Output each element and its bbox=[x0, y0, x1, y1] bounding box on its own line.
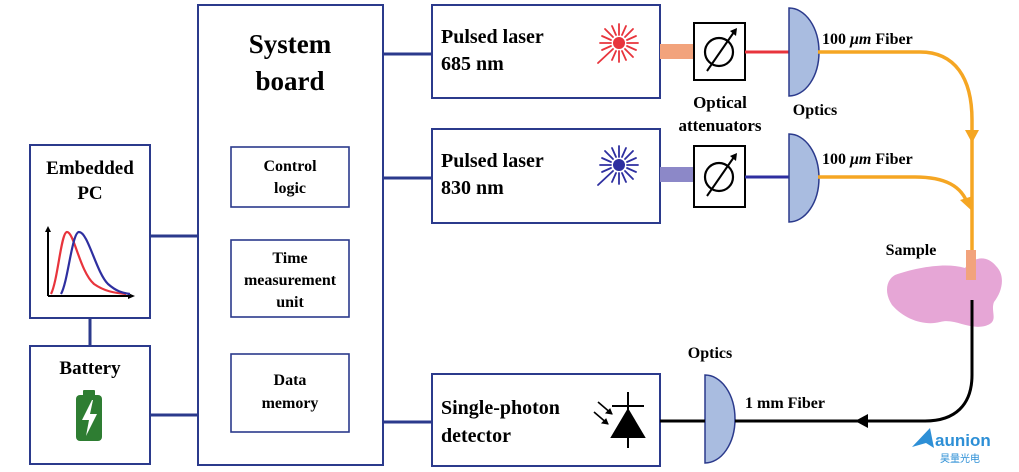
embedded-pc-label-line1: Embedded bbox=[46, 158, 134, 179]
fiber-label-middle: 100 μm Fiber bbox=[822, 151, 913, 168]
connection-lines bbox=[88, 52, 432, 424]
svg-text:Pulsed laser: Pulsed laser bbox=[441, 150, 544, 172]
fiber-label-top: 100 μm Fiber bbox=[822, 31, 913, 48]
logo-name: aunion bbox=[935, 431, 991, 450]
svg-text:Single-photon: Single-photon bbox=[441, 397, 560, 419]
system-board-title-line1: System bbox=[249, 29, 332, 59]
optical-attenuator-top bbox=[693, 22, 746, 81]
aunion-logo-mark-icon bbox=[912, 428, 934, 448]
battery-block: Battery bbox=[29, 345, 151, 465]
optics-lens-bottom bbox=[704, 374, 736, 464]
svg-text:Data: Data bbox=[274, 372, 307, 389]
fiber-return-arrow bbox=[855, 414, 868, 428]
system-board-title-line2: board bbox=[255, 66, 324, 96]
pulsed-laser-830-block: Pulsed laser 830 nm bbox=[431, 128, 661, 224]
svg-text:830 nm: 830 nm bbox=[441, 177, 504, 199]
optical-attenuator-bottom bbox=[693, 145, 746, 208]
fiber-middle-arrow bbox=[960, 196, 973, 211]
svg-text:Pulsed laser: Pulsed laser bbox=[441, 26, 544, 48]
data-memory-block: Data memory bbox=[230, 353, 350, 433]
fiber-middle bbox=[818, 175, 970, 206]
fiber-label-bottom: 1 mm Fiber bbox=[745, 395, 825, 412]
svg-text:unit: unit bbox=[276, 294, 304, 311]
svg-text:685 nm: 685 nm bbox=[441, 53, 504, 75]
embedded-pc-label-line2: PC bbox=[77, 183, 102, 204]
fiber-return bbox=[735, 300, 974, 423]
single-photon-detector-block: Single-photon detector bbox=[431, 373, 661, 467]
control-logic-block: Control logic bbox=[230, 146, 350, 208]
fiber-top bbox=[818, 50, 974, 258]
blue-laser-burst-icon bbox=[597, 145, 639, 186]
embedded-pc-block: Embedded PC bbox=[29, 144, 151, 319]
fiber-probe-tip bbox=[966, 250, 976, 280]
battery-icon bbox=[76, 390, 102, 441]
optics-label-top: Optics bbox=[793, 102, 837, 119]
sample-shape bbox=[886, 258, 1002, 327]
violet-beam bbox=[660, 167, 694, 182]
red-laser-burst-icon bbox=[597, 23, 639, 64]
optics-lens-top bbox=[788, 7, 820, 97]
battery-label: Battery bbox=[59, 358, 121, 379]
sample-label: Sample bbox=[886, 242, 937, 259]
svg-text:logic: logic bbox=[274, 180, 306, 197]
svg-text:Time: Time bbox=[272, 250, 307, 267]
photodiode-icon bbox=[593, 392, 646, 448]
svg-text:detector: detector bbox=[441, 425, 511, 447]
fiber-top-arrow bbox=[965, 130, 979, 143]
time-measurement-unit-block: Time measurement unit bbox=[230, 239, 350, 318]
optics-lens-middle bbox=[788, 133, 820, 223]
svg-text:memory: memory bbox=[262, 395, 319, 412]
svg-text:Control: Control bbox=[263, 158, 317, 175]
logo-subtitle: 昊量光电 bbox=[940, 452, 980, 465]
svg-text:measurement: measurement bbox=[244, 272, 337, 289]
attenuators-label-line1: Optical bbox=[693, 93, 747, 112]
orange-beam bbox=[660, 44, 694, 59]
decay-curve-icon bbox=[45, 226, 135, 299]
system-board-block: System board Control logic Time measurem… bbox=[197, 4, 384, 466]
optics-label-bottom: Optics bbox=[688, 345, 732, 362]
pulsed-laser-685-block: Pulsed laser 685 nm bbox=[431, 4, 661, 99]
attenuators-label-line2: attenuators bbox=[678, 116, 761, 135]
aunion-logo: aunion 昊量光电 bbox=[912, 428, 991, 465]
